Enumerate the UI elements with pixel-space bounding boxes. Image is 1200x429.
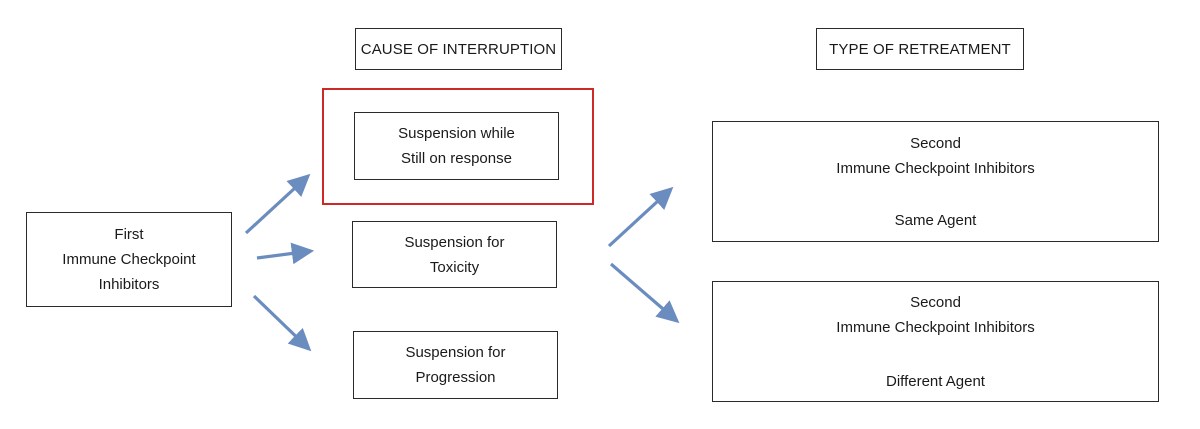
arrow-to-response [244,173,311,235]
cause-header-label: CAUSE OF INTERRUPTION [360,40,557,58]
same-agent-line3: Same Agent [894,211,977,229]
cause-progression-node: Suspension for Progression [353,331,558,399]
same-agent-line1: Second [910,134,961,152]
different-agent-line2: Immune Checkpoint Inhibitors [836,318,1035,336]
cause-response-line2: Still on response [401,150,512,167]
cause-of-interruption-header: CAUSE OF INTERRUPTION [355,28,562,70]
first-ici-line3: Inhibitors [98,276,160,293]
retreatment-header-label: TYPE OF RETREATMENT [829,40,1011,58]
cause-response-line1: Suspension while [398,125,515,142]
type-of-retreatment-header: TYPE OF RETREATMENT [816,28,1024,70]
first-ici-node: First Immune Checkpoint Inhibitors [26,212,232,307]
cause-still-on-response-node: Suspension while Still on response [354,112,559,180]
cause-toxicity-node: Suspension for Toxicity [352,221,557,288]
retreatment-different-agent-node: Second Immune Checkpoint Inhibitors Diff… [712,281,1159,402]
same-agent-line2: Immune Checkpoint Inhibitors [836,159,1035,177]
highlight-frame [322,88,594,205]
cause-progression-line2: Progression [415,369,496,386]
arrow-to-toxicity [256,242,315,265]
different-agent-line1: Second [910,293,961,311]
first-ici-line2: Immune Checkpoint [62,251,196,268]
first-ici-line1: First [114,226,144,243]
cause-toxicity-line2: Toxicity [429,258,480,276]
arrow-to-same-agent [607,186,674,248]
cause-progression-line1: Suspension for [405,344,506,361]
cause-toxicity-line1: Suspension for [404,233,505,251]
different-agent-line3: Different Agent [886,372,985,390]
arrow-to-different-agent [609,262,680,324]
retreatment-same-agent-node: Second Immune Checkpoint Inhibitors Same… [712,121,1159,242]
arrow-to-progression [252,294,312,352]
